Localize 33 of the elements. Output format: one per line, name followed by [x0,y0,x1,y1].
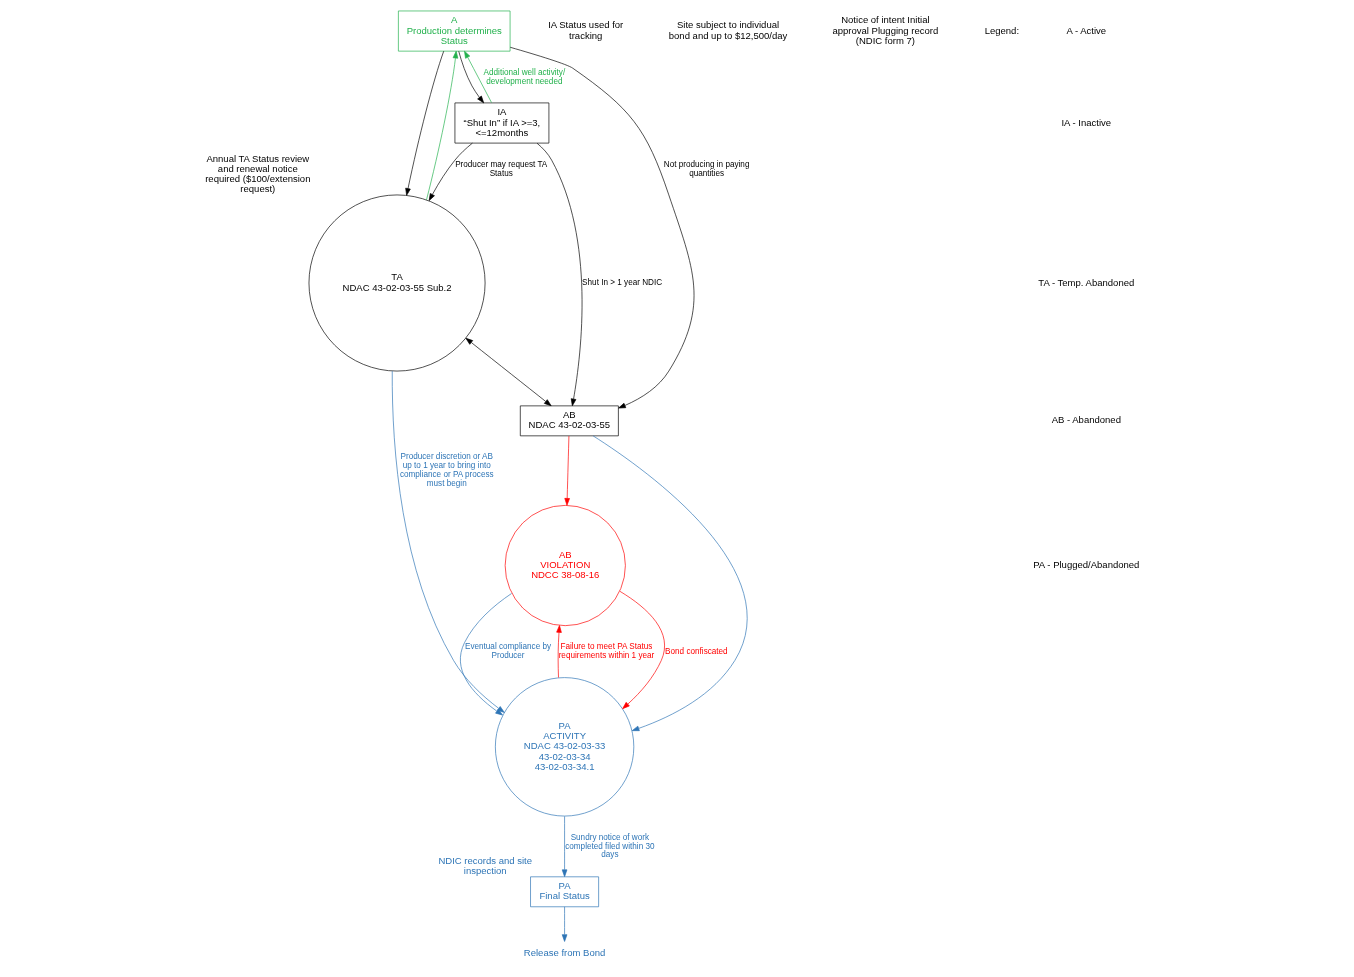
label: Site subject to individual bond and up to $12,500/day [668,19,788,41]
arrow [509,46,695,409]
arrow [561,906,568,942]
arrow [391,370,505,713]
label: Legend: [984,24,1020,36]
legend-label: TA - Temp. Abandoned [1038,276,1135,288]
legend-label: A - Active [1066,24,1107,36]
arrow [561,816,568,877]
arrow [592,435,748,731]
arrow [564,435,570,506]
node-box: A Production determines Status [398,10,511,52]
arrow [556,625,562,678]
arrow [428,142,473,201]
arrow [464,50,492,103]
node-box: PA Final Status [530,876,599,908]
node-label: NDIC records and site inspection [438,855,533,877]
label: Notice of intent Initial approval Plugging record (NDIC form 7) [832,14,939,46]
legend-label: IA - Inactive [1061,116,1112,128]
legend-label: AB - Abandoned [1051,414,1121,426]
arrow [405,50,445,196]
arrow [426,50,459,201]
arrow [619,591,665,709]
node-label: Annual TA Status review and renewal notice required ($100/extension request) [205,152,311,195]
node-box: IA “Shut In” if IA >=3, <=12months [454,102,550,144]
arrow [536,142,583,407]
arrow [465,337,552,407]
node-circle: AB VIOLATION NDCC 38-08-16 [504,505,626,626]
node-text: Release from Bond [523,947,606,959]
legend-label: PA - Plugged/Abandoned [1033,559,1140,571]
arrow [460,593,512,716]
node-box: AB NDAC 43-02-03-55 [519,405,619,437]
label: IA Status used for tracking [548,19,624,41]
arrow [458,50,485,104]
